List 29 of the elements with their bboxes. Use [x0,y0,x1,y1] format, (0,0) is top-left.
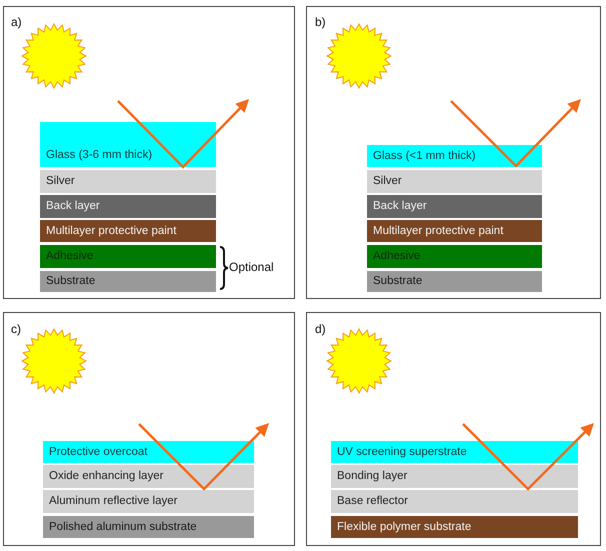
layer-band: Polished aluminum substrate [43,516,254,538]
layer-band: Glass (<1 mm thick) [367,145,542,167]
layer-band: Back layer [367,195,542,218]
layer-band: Silver [367,170,542,193]
layer-band: Aluminum reflective layer [43,490,254,513]
panel-letter: b) [315,15,326,29]
bracket-label: Optional [229,260,274,274]
layer-band: Bonding layer [331,465,578,488]
layer-band: Multilayer protective paint [367,220,542,242]
panel-letter: a) [11,15,22,29]
layer-band: Back layer [40,195,216,218]
panel-frame [306,312,601,546]
panel-frame [3,312,295,546]
layer-band: Oxide enhancing layer [43,465,254,488]
layer-band: UV screening superstrate [331,441,578,463]
panel-letter: c) [11,322,21,336]
layer-band: Multilayer protective paint [40,220,216,242]
layer-band: Flexible polymer substrate [331,516,578,538]
layer-band: Adhesive [367,245,542,268]
panel-frame [3,6,295,299]
layer-band: Base reflector [331,490,578,513]
layer-band: Substrate [367,271,542,292]
layer-band: Substrate [40,271,216,292]
layer-band: Protective overcoat [43,441,254,463]
layer-band: Silver [40,170,216,193]
layer-band: Glass (3-6 mm thick) [40,122,216,167]
panel-frame [306,6,601,299]
panel-letter: d) [315,322,326,336]
layer-band: Adhesive [40,245,216,268]
